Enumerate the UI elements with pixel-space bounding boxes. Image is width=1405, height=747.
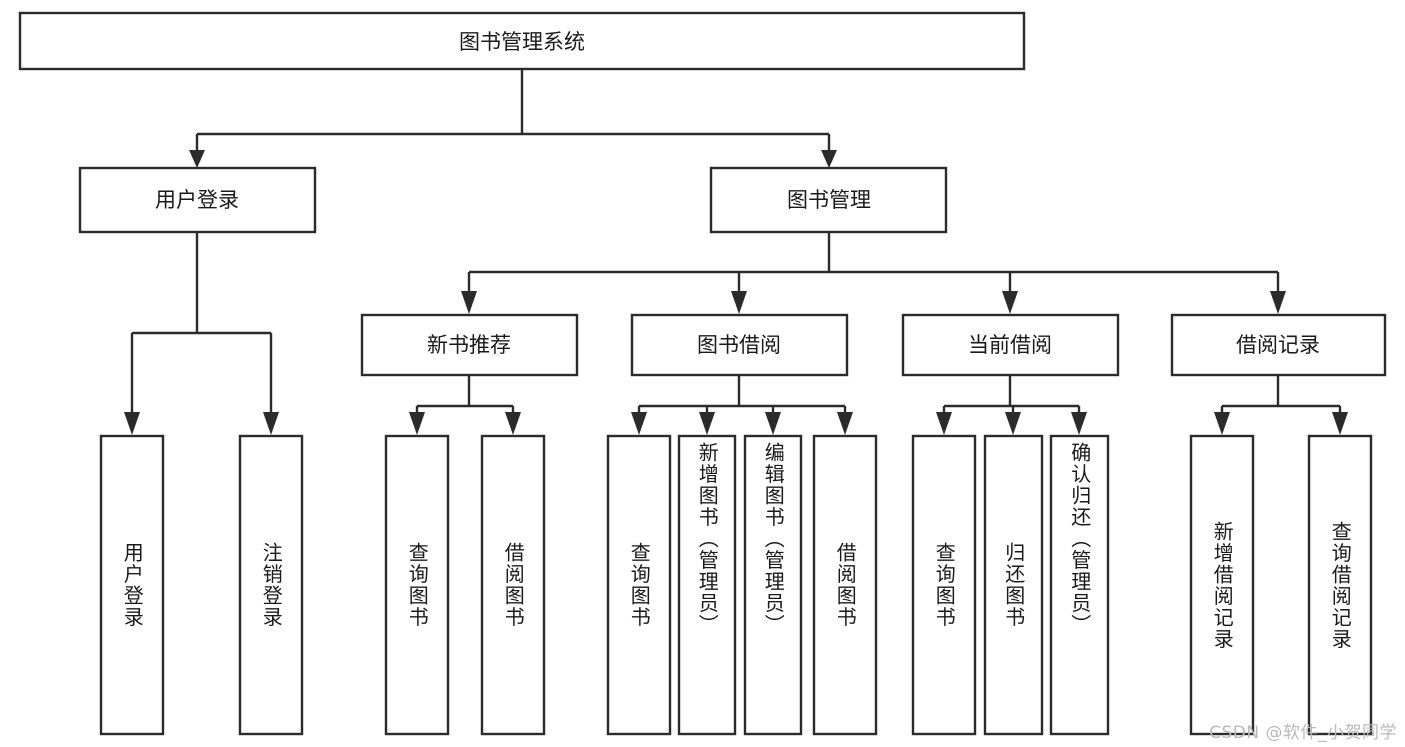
node-book-manage-label: 图书管理: [787, 188, 871, 212]
node-borrow-record-box[interactable]: [1170, 313, 1387, 377]
node-book-manage[interactable]: 图书管理: [709, 166, 948, 234]
arrow-head-leaf-add-record: [1214, 412, 1230, 435]
connector-group-root-to-level2: [189, 69, 837, 168]
connector-group-user-login-to-leaves: [124, 232, 279, 435]
node-leaf-query-book-2-box[interactable]: [606, 434, 672, 736]
node-leaf-confirm-return-box[interactable]: [1049, 434, 1110, 736]
arrow-head-new-book-recommend: [461, 291, 477, 314]
arrow-head-leaf-logout: [263, 412, 279, 435]
arrow-head-leaf-user-login: [124, 412, 140, 435]
node-book-borrow[interactable]: 图书借阅: [630, 313, 849, 377]
node-current-borrow-label: 当前借阅: [968, 333, 1052, 357]
node-current-borrow[interactable]: 当前借阅: [901, 313, 1120, 377]
arrow-head-leaf-query-book-1: [409, 412, 425, 435]
node-leaf-add-record-box[interactable]: [1189, 434, 1255, 736]
node-new-book-recommend-label: 新书推荐: [427, 333, 511, 357]
node-leaf-borrow-book-1[interactable]: [480, 434, 546, 736]
node-leaf-return-book[interactable]: [983, 434, 1044, 736]
node-leaf-return-book-box[interactable]: [983, 434, 1044, 736]
node-leaf-user-login-box[interactable]: [99, 434, 165, 736]
node-leaf-logout-box[interactable]: [238, 434, 304, 736]
csdn-watermark: CSDN @软件_小贺同学: [1209, 723, 1397, 743]
arrow-head-borrow-record: [1270, 291, 1286, 314]
node-root-box[interactable]: [18, 11, 1026, 71]
node-root[interactable]: 图书管理系统: [18, 11, 1026, 71]
arrow-head-leaf-query-record: [1332, 412, 1348, 435]
arrow-head-leaf-edit-book: [765, 412, 781, 435]
arrow-head-leaf-add-book: [699, 412, 715, 435]
node-user-login-box[interactable]: [78, 166, 317, 234]
arrow-head-leaf-query-book-3: [936, 412, 952, 435]
node-root-label: 图书管理系统: [459, 30, 585, 54]
arrow-head-leaf-return-book: [1005, 412, 1021, 435]
arrow-head-book-borrow: [731, 291, 747, 314]
arrow-head-leaf-confirm-return: [1071, 412, 1087, 435]
node-leaf-borrow-book-2-box[interactable]: [812, 434, 878, 736]
arrow-head-leaf-borrow-book-2: [837, 412, 853, 435]
arrow-head-book-manage: [821, 150, 837, 168]
node-leaf-query-book-3-box[interactable]: [911, 434, 977, 736]
node-leaf-logout[interactable]: [238, 434, 304, 736]
node-leaf-confirm-return[interactable]: [1049, 434, 1110, 736]
node-leaf-query-record[interactable]: [1307, 434, 1373, 736]
arrow-head-current-borrow: [1002, 291, 1018, 314]
node-borrow-record[interactable]: 借阅记录: [1170, 313, 1387, 377]
arrow-head-user-login: [189, 150, 205, 168]
node-user-login-label: 用户登录: [155, 188, 239, 212]
arrow-head-leaf-query-book-2: [631, 412, 647, 435]
connector-group-current-borrow-to-leaves: [936, 375, 1087, 435]
node-leaf-query-record-box[interactable]: [1307, 434, 1373, 736]
arrow-head-leaf-borrow-book-1: [505, 412, 521, 435]
node-leaf-add-record[interactable]: [1189, 434, 1255, 736]
connector-group-borrow-record-to-leaves: [1214, 375, 1348, 435]
node-leaf-user-login[interactable]: [99, 434, 165, 736]
node-leaf-query-book-1[interactable]: [384, 434, 450, 736]
node-leaf-add-book-box[interactable]: [677, 434, 737, 736]
node-leaf-borrow-book-1-box[interactable]: [480, 434, 546, 736]
connector-group-book-borrow-to-leaves: [631, 375, 853, 435]
node-leaf-edit-book-box[interactable]: [743, 434, 803, 736]
node-borrow-record-label: 借阅记录: [1236, 333, 1320, 357]
connector-group-new-book-recommend-to-leaves: [409, 375, 521, 435]
node-leaf-query-book-3[interactable]: [911, 434, 977, 736]
node-leaf-edit-book[interactable]: [743, 434, 803, 736]
node-book-manage-box[interactable]: [709, 166, 948, 234]
node-new-book-recommend-box[interactable]: [360, 313, 579, 377]
node-leaf-query-book-1-box[interactable]: [384, 434, 450, 736]
node-leaf-add-book[interactable]: [677, 434, 737, 736]
node-leaf-borrow-book-2[interactable]: [812, 434, 878, 736]
node-book-borrow-box[interactable]: [630, 313, 849, 377]
node-user-login[interactable]: 用户登录: [78, 166, 317, 234]
node-new-book-recommend[interactable]: 新书推荐: [360, 313, 579, 377]
node-current-borrow-box[interactable]: [901, 313, 1120, 377]
node-leaf-query-book-2[interactable]: [606, 434, 672, 736]
node-book-borrow-label: 图书借阅: [697, 333, 781, 357]
connector-group-book-manage-to-level3: [461, 232, 1286, 314]
